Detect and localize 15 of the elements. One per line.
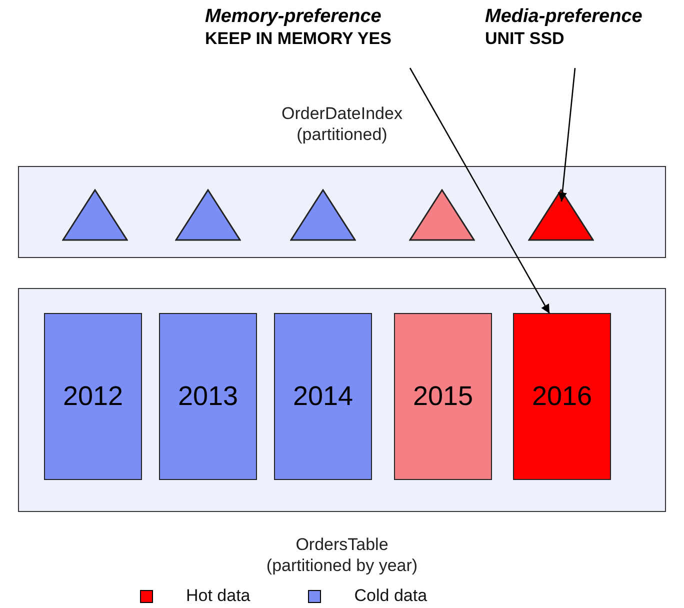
panel-caption: OrdersTable (partitioned by year): [266, 534, 418, 576]
arrow: [558, 68, 576, 202]
table-partition-box: 2016: [513, 313, 611, 480]
legend-label: Cold data: [354, 586, 428, 606]
arrow: [409, 68, 550, 314]
callout-heading: Memory-preference: [205, 6, 382, 29]
legend-label: Hot data: [186, 586, 250, 606]
callout-text: UNIT SSD: [485, 28, 564, 50]
table-partition-box: 2014: [274, 313, 372, 480]
callout-text: KEEP IN MEMORY YES: [205, 28, 392, 50]
table-partition-box: 2015: [394, 313, 492, 480]
panel-caption: OrderDateIndex (partitioned): [282, 103, 402, 146]
table-partition-box: 2012: [44, 313, 142, 480]
table-partition-box: 2013: [159, 313, 257, 480]
callout-heading: Media-preference: [485, 6, 642, 29]
